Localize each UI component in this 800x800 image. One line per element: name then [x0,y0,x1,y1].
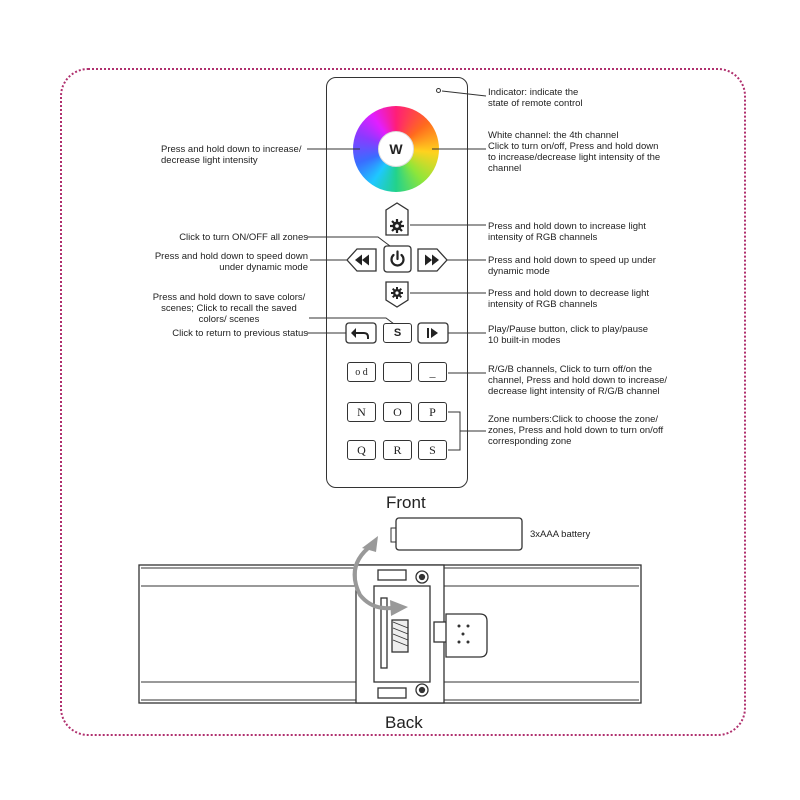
diagram-frame [60,68,746,736]
annotation-save-scenes: Press and hold down to save colors/scene… [152,292,306,325]
annotation-all-zones: Click to turn ON/OFF all zones [179,232,308,243]
green-channel-button[interactable] [383,362,412,382]
red-channel-button[interactable]: o d [347,362,376,382]
zone-button-1[interactable]: N [347,402,376,422]
zone-button-4[interactable]: Q [347,440,376,460]
front-caption: Front [386,493,426,512]
back-caption: Back [385,713,423,732]
indicator-light [436,88,441,93]
annotation-zones: Zone numbers:Click to choose the zone/zo… [488,414,664,447]
zone-button-3[interactable]: P [418,402,447,422]
blue-channel-button[interactable]: _ [418,362,447,382]
annotation-return: Click to return to previous status [172,328,308,339]
scene-save-button[interactable]: S [383,323,412,343]
zone-button-5[interactable]: R [383,440,412,460]
annotation-wheel-hold: Press and hold down to increase/decrease… [161,144,302,166]
annotation-rgb-channels: R/G/B channels, Click to turn off/on the… [488,364,668,397]
zone-button-2[interactable]: O [383,402,412,422]
battery-label: 3xAAA battery [530,529,591,540]
white-channel-button[interactable]: W [378,131,414,167]
zone-button-6[interactable]: S [418,440,447,460]
